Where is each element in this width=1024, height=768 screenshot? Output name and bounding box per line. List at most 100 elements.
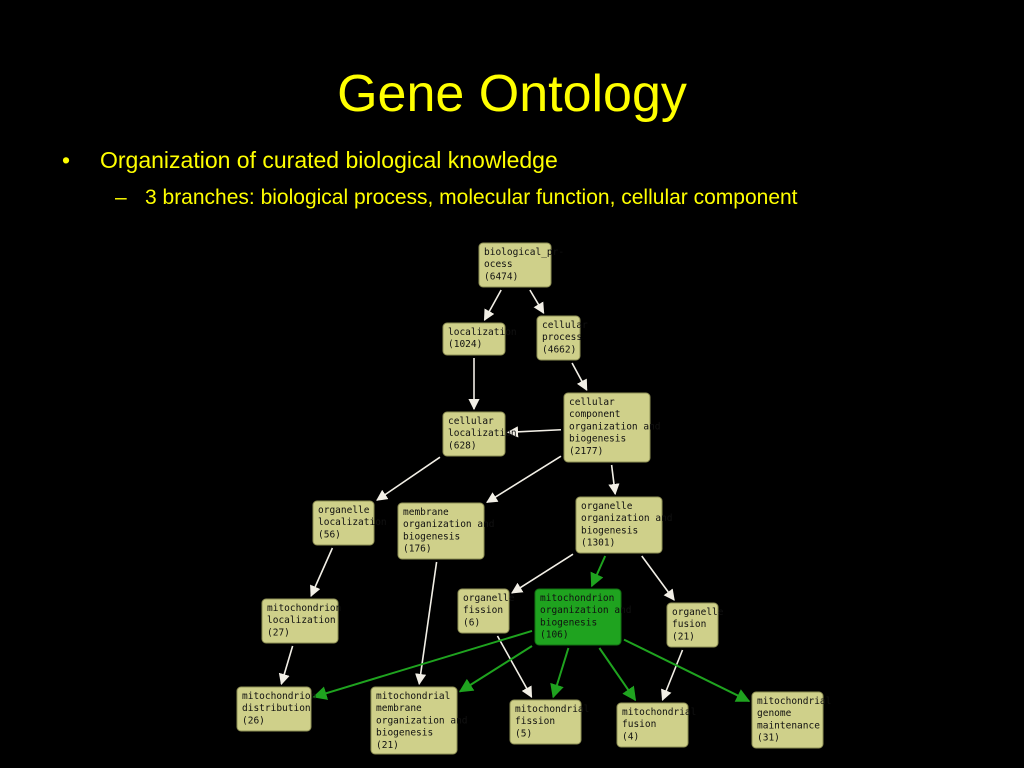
node-label-line: process xyxy=(542,332,582,343)
node-label-line: (27) xyxy=(267,627,290,638)
node-label-line: organization and xyxy=(581,513,673,524)
node-label-line: membrane xyxy=(403,507,449,518)
node-box xyxy=(575,496,663,554)
node-box xyxy=(616,702,689,748)
node-label-line: (106) xyxy=(540,630,569,641)
node-label-line: (31) xyxy=(757,733,780,744)
node-label-line: organization and xyxy=(569,421,661,432)
bullet-mark: • xyxy=(62,147,71,173)
edge-cellular_component_org-to-cellular_localization xyxy=(506,426,562,438)
node-label-line: localization xyxy=(318,517,387,528)
node-label-line: localization xyxy=(267,615,336,626)
node-label-line: cellular xyxy=(542,320,588,331)
node-label-line: mitochondrial xyxy=(515,704,589,715)
edge-mitochondrion_localization-to-mitochondrion_distribution xyxy=(278,645,294,686)
slide-title: Gene Ontology xyxy=(337,65,687,123)
node-label-line: mitochondrial xyxy=(622,707,696,718)
sub-bullet-text: 3 branches: biological process, molecula… xyxy=(145,186,798,209)
edge-cellular_localization-to-organelle_localization xyxy=(376,456,441,501)
edge-organelle_fusion-to-mitochondrial_fusion xyxy=(661,649,684,702)
edge-mitochondrion_org-to-mito_genome_maintenance xyxy=(623,638,751,702)
node-box xyxy=(236,686,312,732)
node-label-line: fusion xyxy=(622,719,656,730)
node-box xyxy=(563,392,651,463)
node-box xyxy=(370,686,458,755)
node-label-line: (21) xyxy=(672,631,695,642)
edge-organelle_localization-to-mitochondrion_localization xyxy=(310,547,334,598)
edge-cellular_process-to-cellular_component_org xyxy=(571,362,588,391)
edge-organelle_org-to-organelle_fission xyxy=(511,553,574,594)
node-label-line: fission xyxy=(463,605,503,616)
node-label-line: distribution xyxy=(242,703,311,714)
node-label-line: localization xyxy=(448,428,517,439)
node-label-line: (1301) xyxy=(581,538,615,549)
node-box xyxy=(397,502,485,560)
bullet-text: Organization of curated biological knowl… xyxy=(100,147,558,173)
node-box xyxy=(751,691,824,749)
edge-cellular_component_org-to-membrane_org xyxy=(486,455,562,503)
node-box xyxy=(312,500,375,546)
node-label-line: genome xyxy=(757,708,792,719)
edge-biological_process-to-cellular_process xyxy=(529,289,545,314)
edge-mitochondrion_org-to-mito_membrane_org xyxy=(458,645,533,693)
node-label-line: (1024) xyxy=(448,339,482,350)
nodes-layer: biological_pr-ocess(6474)localization(10… xyxy=(236,242,831,755)
node-label-line: biogenesis xyxy=(540,617,597,628)
edge-organelle_org-to-organelle_fusion xyxy=(641,555,675,601)
edge-organelle_org-to-mitochondrion_org xyxy=(590,555,607,588)
node-label-line: organelle xyxy=(672,607,724,618)
node-label-line: component xyxy=(569,409,620,420)
node-box xyxy=(442,411,506,457)
node-label-line: organelle xyxy=(463,593,515,604)
node-label-line: organelle xyxy=(318,505,370,516)
node-biological_process[interactable]: biological_pr-ocess(6474) xyxy=(478,242,564,288)
node-label-line: organization and xyxy=(376,715,468,726)
node-label-line: membrane xyxy=(376,703,422,714)
node-label-line: (6474) xyxy=(484,271,518,282)
node-label-line: maintenance xyxy=(757,720,820,731)
node-label-line: biogenesis xyxy=(581,525,638,536)
node-label-line: fusion xyxy=(672,619,706,630)
node-label-line: (2177) xyxy=(569,446,603,457)
node-label-line: (26) xyxy=(242,715,265,726)
node-label-line: (6) xyxy=(463,617,480,628)
node-label-line: (4) xyxy=(622,731,639,742)
node-box xyxy=(536,315,581,361)
edges-layer xyxy=(278,289,751,702)
node-label-line: mitochondrial xyxy=(376,691,450,702)
node-label-line: (628) xyxy=(448,440,477,451)
node-label-line: cellular xyxy=(448,416,494,427)
edge-biological_process-to-localization xyxy=(483,289,502,321)
node-label-line: (4662) xyxy=(542,344,576,355)
node-box xyxy=(666,602,719,648)
node-box xyxy=(261,598,339,644)
node-localization[interactable]: localization(1024) xyxy=(442,322,517,356)
node-label-line: biogenesis xyxy=(569,434,626,445)
node-label-line: organelle xyxy=(581,501,633,512)
node-label-line: fission xyxy=(515,716,555,727)
node-label-line: (56) xyxy=(318,529,341,540)
node-box xyxy=(442,322,506,356)
node-label-line: biological_pr- xyxy=(484,247,564,258)
node-label-line: ocess xyxy=(484,259,513,270)
node-box xyxy=(457,588,510,634)
edge-mitochondrion_org-to-mitochondrial_fusion xyxy=(598,647,637,702)
node-label-line: mitochondrion xyxy=(540,593,614,604)
node-label-line: (176) xyxy=(403,544,432,555)
